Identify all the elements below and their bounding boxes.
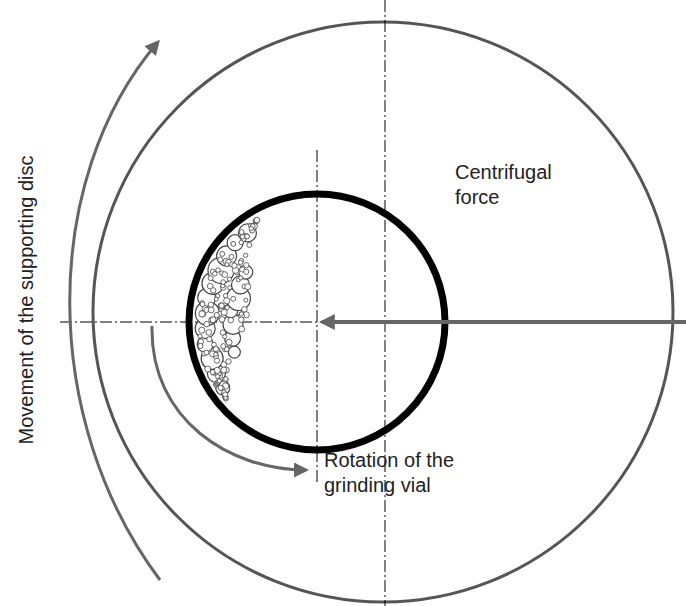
grinding-ball: [223, 377, 228, 382]
grinding-ball: [228, 346, 240, 358]
grinding-ball: [231, 241, 236, 246]
grinding-ball: [227, 277, 231, 281]
centrifugal-force-arrow: [322, 320, 686, 324]
grinding-ball: [244, 298, 248, 302]
grinding-ball: [239, 276, 243, 280]
grinding-ball: [219, 317, 225, 323]
grinding-ball: [212, 342, 217, 347]
grinding-ball: [206, 330, 212, 336]
disc-movement-arrow: [70, 42, 160, 580]
centrifugal-force-label: Centrifugal force: [455, 160, 580, 210]
grinding-ball: [208, 276, 213, 281]
grinding-ball: [221, 344, 226, 349]
grinding-ball: [208, 307, 214, 313]
centre-lines: [60, 0, 385, 606]
grinding-ball: [218, 303, 224, 309]
grinding-ball: [244, 263, 249, 268]
grinding-ball: [221, 309, 227, 315]
grinding-ball: [253, 218, 259, 224]
grinding-ball: [218, 385, 223, 390]
grinding-ball: [214, 352, 218, 356]
grinding-ball: [220, 251, 225, 256]
grinding-ball: [226, 359, 231, 364]
grinding-ball: [213, 353, 219, 359]
grinding-ball: [200, 302, 205, 307]
grinding-ball: [217, 379, 221, 383]
grinding-ball: [254, 217, 260, 223]
grinding-ball: [207, 337, 212, 342]
grinding-ball: [221, 367, 227, 373]
grinding-ball: [240, 235, 245, 240]
grinding-ball: [228, 286, 232, 290]
grinding-ball: [245, 284, 251, 290]
grinding-ball: [199, 327, 205, 333]
vial-rotation-label: Rotation of the grinding vial: [324, 448, 484, 498]
grinding-ball: [224, 298, 230, 304]
grinding-ball: [214, 297, 218, 301]
grinding-ball: [232, 263, 237, 268]
grinding-ball: [208, 257, 234, 283]
grinding-ball: [249, 226, 253, 230]
grinding-ball: [231, 296, 236, 301]
grinding-ball: [239, 240, 243, 244]
grinding-ball: [201, 347, 223, 369]
grinding-ball: [219, 303, 224, 308]
grinding-ball: [210, 370, 215, 375]
grinding-ball: [239, 317, 244, 322]
grinding-ball: [231, 242, 235, 246]
grinding-ball: [210, 317, 216, 323]
grinding-ball: [245, 234, 250, 239]
grinding-ball: [205, 366, 211, 372]
grinding-ball: [238, 260, 242, 264]
supporting-disc: [93, 22, 673, 602]
grinding-ball: [225, 263, 229, 267]
disc-movement-label: Movement of the supporting disc: [14, 155, 39, 444]
grinding-ball: [216, 374, 220, 378]
grinding-ball: [220, 284, 226, 290]
grinding-ball: [244, 269, 249, 274]
grinding-ball: [228, 317, 234, 323]
grinding-ball: [198, 334, 202, 338]
grinding-balls: [195, 217, 260, 401]
grinding-ball: [244, 253, 248, 257]
grinding-ball: [204, 350, 209, 355]
grinding-ball: [221, 280, 226, 285]
grinding-ball: [239, 230, 244, 235]
grinding-ball: [198, 343, 203, 348]
grinding-ball: [204, 321, 210, 327]
grinding-ball: [218, 257, 223, 262]
grinding-ball: [223, 335, 227, 339]
grinding-ball: [216, 379, 221, 384]
grinding-ball: [223, 392, 228, 397]
vial-rotation-arrow: [152, 326, 306, 470]
grinding-ball: [224, 377, 229, 382]
grinding-ball: [211, 288, 216, 293]
grinding-ball: [229, 254, 234, 259]
grinding-ball: [247, 243, 252, 248]
grinding-ball: [226, 339, 232, 345]
grinding-ball: [238, 224, 256, 242]
grinding-ball: [239, 312, 243, 316]
grinding-ball: [239, 326, 245, 332]
grinding-ball: [222, 272, 228, 278]
grinding-ball: [216, 268, 220, 272]
